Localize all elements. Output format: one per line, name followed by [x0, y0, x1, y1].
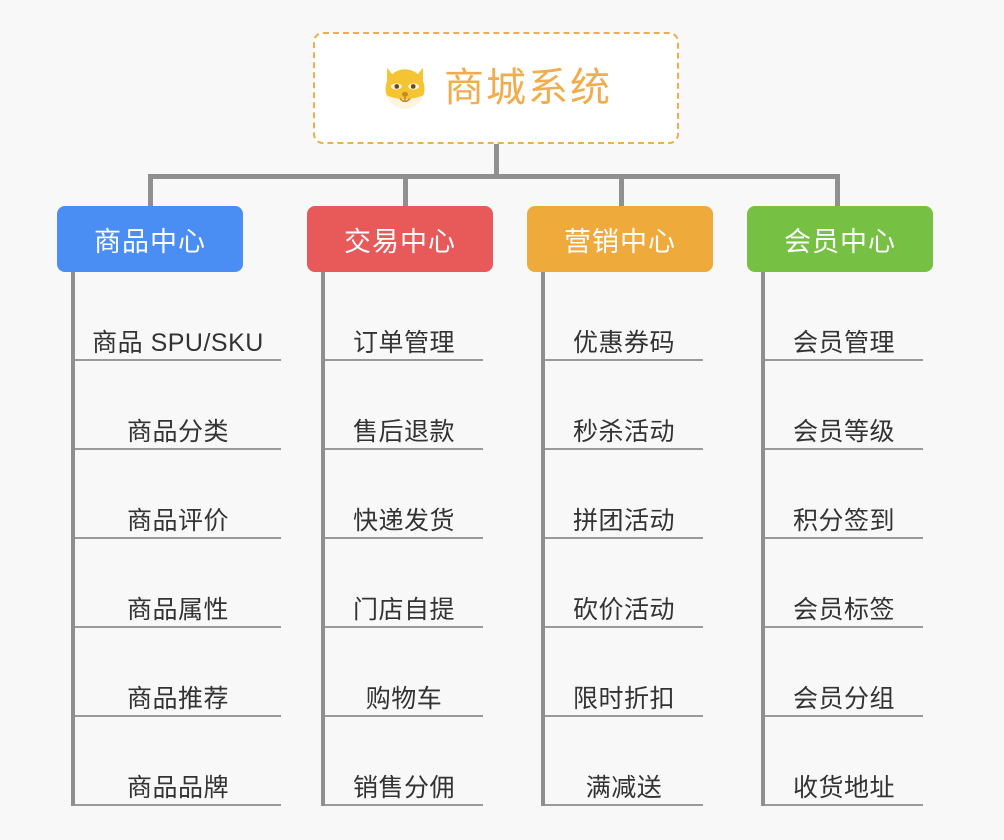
connector-column-stem [619, 174, 624, 210]
list-item-underline [765, 626, 923, 628]
list-item[interactable]: 拼团活动 [545, 450, 703, 539]
list-item[interactable]: 售后退款 [325, 361, 483, 450]
list-item[interactable]: 积分签到 [765, 450, 923, 539]
list-item-underline [765, 537, 923, 539]
list-item-underline [75, 804, 281, 806]
list-item-underline [545, 448, 703, 450]
list-item-label: 会员管理 [792, 328, 895, 357]
category-label: 交易中心 [344, 226, 456, 257]
list-item-label: 商品分类 [126, 417, 229, 446]
list-item-label: 商品评价 [126, 506, 229, 535]
item-column-trade-center: 订单管理售后退款快递发货门店自提购物车销售分佣 [321, 272, 483, 806]
list-item-label: 商品推荐 [126, 684, 229, 713]
list-item[interactable]: 砍价活动 [545, 539, 703, 628]
category-label: 会员中心 [784, 226, 896, 257]
list-item-label: 会员标签 [792, 595, 895, 624]
list-item-underline [325, 715, 483, 717]
list-item-label: 收货地址 [792, 773, 895, 802]
list-item-label: 满减送 [585, 773, 663, 802]
category-label: 商品中心 [94, 226, 206, 257]
list-item-underline [75, 715, 281, 717]
list-item-label: 门店自提 [352, 595, 455, 624]
list-item[interactable]: 门店自提 [325, 539, 483, 628]
list-item-label: 会员等级 [792, 417, 895, 446]
list-item-underline [545, 626, 703, 628]
list-item[interactable]: 商品 SPU/SKU [75, 272, 281, 361]
list-item[interactable]: 订单管理 [325, 272, 483, 361]
item-column-product-center: 商品 SPU/SKU 商品分类商品评价商品属性商品推荐商品品牌 [71, 272, 281, 806]
list-item-underline [765, 715, 923, 717]
category-box-member-center[interactable]: 会员中心 [747, 206, 933, 272]
root-title: 商城系统 [444, 66, 612, 110]
list-item[interactable]: 销售分佣 [325, 717, 483, 806]
connector-column-stem [835, 174, 840, 210]
list-item-underline [765, 804, 923, 806]
list-item[interactable]: 会员管理 [765, 272, 923, 361]
list-item-underline [325, 537, 483, 539]
list-item-underline [545, 715, 703, 717]
category-box-product-center[interactable]: 商品中心 [57, 206, 243, 272]
dog-face-icon [380, 63, 430, 113]
list-item-label: 销售分佣 [352, 773, 455, 802]
list-item-label: 积分签到 [792, 506, 895, 535]
list-item-underline [75, 626, 281, 628]
list-item-label: 售后退款 [352, 417, 455, 446]
list-item-underline [325, 359, 483, 361]
list-item-label: 商品属性 [126, 595, 229, 624]
list-item-label: 商品品牌 [126, 773, 229, 802]
list-item-underline [75, 448, 281, 450]
list-item-label: 优惠券码 [572, 328, 675, 357]
list-item-label: 拼团活动 [572, 506, 675, 535]
list-item-underline [325, 626, 483, 628]
item-column-marketing-center: 优惠券码秒杀活动拼团活动砍价活动限时折扣满减送 [541, 272, 703, 806]
list-item-underline [325, 448, 483, 450]
list-item-label: 快递发货 [352, 506, 455, 535]
list-item-label: 商品 SPU/SKU [92, 328, 264, 357]
list-item-underline [765, 448, 923, 450]
list-item[interactable]: 商品品牌 [75, 717, 281, 806]
list-item[interactable]: 商品分类 [75, 361, 281, 450]
list-item-label: 砍价活动 [572, 595, 675, 624]
list-item-label: 购物车 [365, 684, 443, 713]
list-item-underline [325, 804, 483, 806]
list-item-underline [545, 537, 703, 539]
list-item-underline [765, 359, 923, 361]
list-item-underline [545, 804, 703, 806]
list-item[interactable]: 优惠券码 [545, 272, 703, 361]
list-item[interactable]: 收货地址 [765, 717, 923, 806]
list-item-underline [75, 359, 281, 361]
list-item[interactable]: 商品评价 [75, 450, 281, 539]
item-column-member-center: 会员管理会员等级积分签到会员标签会员分组收货地址 [761, 272, 923, 806]
list-item-underline [75, 537, 281, 539]
list-item[interactable]: 限时折扣 [545, 628, 703, 717]
list-item-label: 限时折扣 [572, 684, 675, 713]
connector-root-stem [494, 144, 499, 177]
list-item[interactable]: 商品推荐 [75, 628, 281, 717]
list-item[interactable]: 满减送 [545, 717, 703, 806]
connector-column-stem [148, 174, 153, 210]
connector-column-stem [403, 174, 408, 210]
list-item[interactable]: 购物车 [325, 628, 483, 717]
list-item[interactable]: 会员标签 [765, 539, 923, 628]
list-item[interactable]: 会员分组 [765, 628, 923, 717]
list-item[interactable]: 会员等级 [765, 361, 923, 450]
category-box-marketing-center[interactable]: 营销中心 [527, 206, 713, 272]
list-item-label: 会员分组 [792, 684, 895, 713]
connector-horizontal-bus [148, 174, 840, 179]
list-item-underline [545, 359, 703, 361]
list-item-label: 订单管理 [352, 328, 455, 357]
list-item[interactable]: 秒杀活动 [545, 361, 703, 450]
category-box-trade-center[interactable]: 交易中心 [307, 206, 493, 272]
list-item-label: 秒杀活动 [572, 417, 675, 446]
root-node[interactable]: 商城系统 [313, 32, 679, 144]
list-item[interactable]: 商品属性 [75, 539, 281, 628]
category-label: 营销中心 [564, 226, 676, 257]
list-item[interactable]: 快递发货 [325, 450, 483, 539]
